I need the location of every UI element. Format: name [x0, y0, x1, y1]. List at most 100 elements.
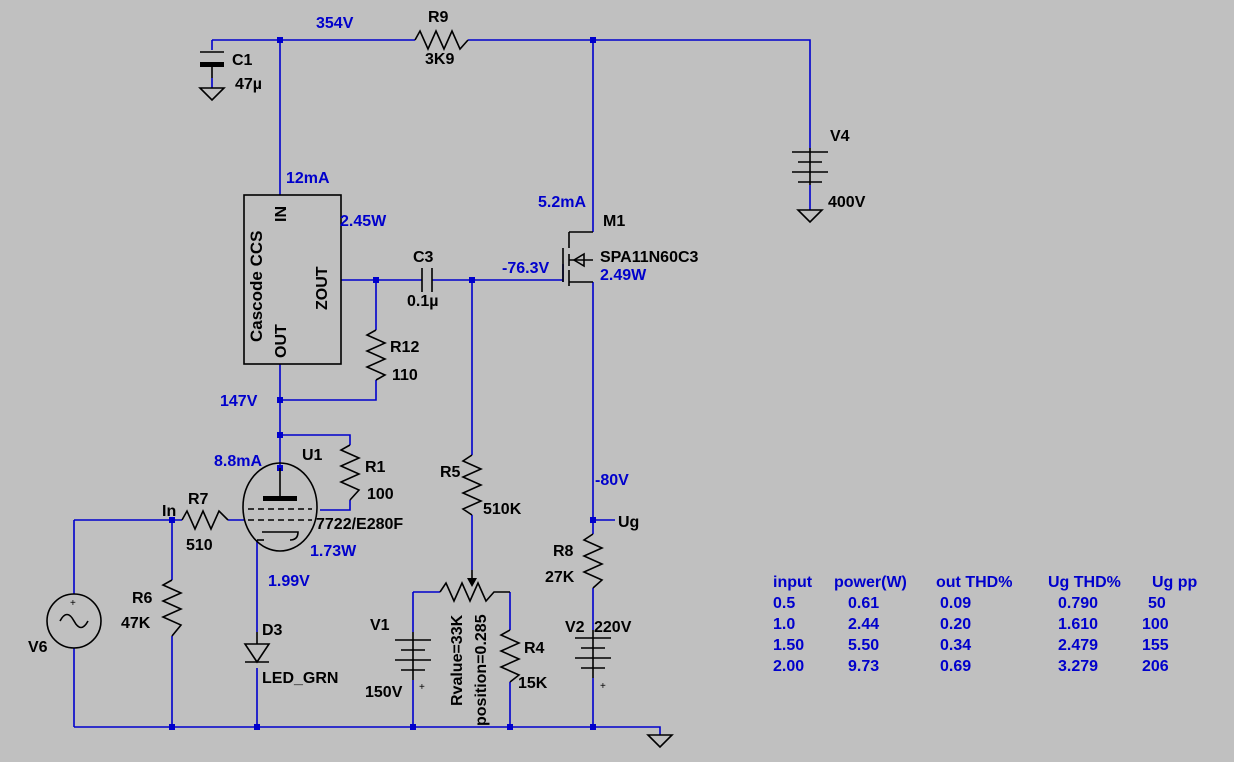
table-cell: 0.69: [940, 658, 971, 675]
wires: [73, 39, 811, 735]
table-cell: 2.479: [1058, 637, 1098, 654]
r8-name: R8: [553, 543, 574, 560]
resistor-r5[interactable]: [461, 454, 483, 516]
d3-name: D3: [262, 622, 283, 639]
v2-value: 220V: [594, 619, 632, 636]
r4-value: 15K: [518, 675, 548, 692]
table-cell: 2.44: [848, 616, 879, 633]
table-cell: 1.50: [773, 637, 804, 654]
table-cell: 0.09: [940, 595, 971, 612]
mosfet-m1[interactable]: [562, 231, 593, 286]
table-header-power: power(W): [834, 574, 907, 591]
battery-v4[interactable]: [792, 148, 828, 185]
table-cell: 50: [1148, 595, 1166, 612]
r4-name: R4: [524, 640, 545, 657]
annotation-u1-power: 1.73W: [310, 543, 357, 560]
ccs-pin-out: OUT: [273, 324, 290, 358]
v6-name: V6: [28, 639, 48, 656]
tube-u1[interactable]: [242, 462, 318, 552]
ground-icon: [646, 734, 674, 749]
led-d3[interactable]: [243, 632, 271, 664]
annotation-gate-voltage: -76.3V: [502, 260, 549, 277]
r6-name: R6: [132, 590, 153, 607]
table-cell: 155: [1142, 637, 1169, 654]
r5-name: R5: [440, 464, 461, 481]
m1-name: M1: [603, 213, 625, 230]
v4-name: V4: [830, 128, 850, 145]
table-cell: 3.279: [1058, 658, 1098, 675]
d3-value: LED_GRN: [262, 670, 338, 687]
cascode-ccs-block[interactable]: [243, 194, 342, 365]
ground-icon: [198, 87, 226, 102]
r6-value: 47K: [121, 615, 151, 632]
r12-value: 110: [392, 367, 418, 384]
results-table: input power(W) out THD% Ug THD% Ug pp 0.…: [773, 574, 1198, 675]
netlabel-ug: Ug: [618, 514, 639, 531]
resistor-r4[interactable]: [499, 629, 521, 683]
table-header-ug-thd: Ug THD%: [1048, 574, 1121, 591]
r1-value: 100: [367, 486, 394, 503]
table-cell: 0.61: [848, 595, 879, 612]
c1-name: C1: [232, 52, 253, 69]
table-cell: 100: [1142, 616, 1169, 633]
resistor-r1[interactable]: [339, 444, 361, 501]
svg-text:+: +: [419, 682, 425, 693]
resistor-r9[interactable]: [414, 29, 469, 51]
battery-v1[interactable]: +: [395, 632, 431, 693]
r7-name: R7: [188, 491, 209, 508]
potentiometer[interactable]: [439, 570, 510, 603]
c1-value: 47µ: [235, 76, 262, 93]
ccs-title: Cascode CCS: [247, 231, 266, 342]
table-header-input: input: [773, 574, 813, 591]
table-cell: 0.20: [940, 616, 971, 633]
annotation-m1-current: 5.2mA: [538, 194, 586, 211]
table-cell: 9.73: [848, 658, 879, 675]
r8-value: 27K: [545, 569, 575, 586]
r9-value: 3K9: [425, 51, 454, 68]
r5-value: 510K: [483, 501, 522, 518]
table-cell: 5.50: [848, 637, 879, 654]
u1-name: U1: [302, 447, 323, 464]
table-cell: 0.34: [940, 637, 971, 654]
r9-name: R9: [428, 9, 449, 26]
resistor-r6[interactable]: [161, 579, 183, 637]
r12-name: R12: [390, 339, 419, 356]
ccs-pin-in: IN: [273, 206, 290, 222]
table-cell: 0.5: [773, 595, 795, 612]
ccs-pin-zout: ZOUT: [314, 266, 331, 310]
u1-value: 7722/E280F: [316, 516, 403, 533]
table-cell: 2.00: [773, 658, 804, 675]
resistor-r8[interactable]: [582, 533, 604, 589]
table-cell: 206: [1142, 658, 1169, 675]
v1-name: V1: [370, 617, 390, 634]
table-cell: 1.610: [1058, 616, 1098, 633]
netlabel-in: In: [162, 503, 176, 520]
resistor-r12[interactable]: [365, 329, 387, 381]
table-cell: 1.0: [773, 616, 795, 633]
v4-value: 400V: [828, 194, 866, 211]
table-cell: 0.790: [1058, 595, 1098, 612]
table-header-ug-pp: Ug pp: [1152, 574, 1198, 591]
capacitor-c3[interactable]: [421, 268, 433, 292]
ac-source-v6[interactable]: +: [46, 593, 102, 649]
capacitor-c1[interactable]: [200, 51, 224, 78]
pot-rvalue: Rvalue=33K: [449, 614, 466, 706]
pot-position: position=0.285: [473, 614, 490, 726]
annotation-ccs-out-voltage: 147V: [220, 393, 258, 410]
v1-value: 150V: [365, 684, 403, 701]
svg-text:+: +: [70, 598, 76, 609]
annotation-ccs-power: 2.45W: [340, 213, 387, 230]
r1-name: R1: [365, 459, 386, 476]
ground-icon: [796, 209, 824, 224]
r7-value: 510: [186, 537, 213, 554]
c3-value: 0.1µ: [407, 293, 438, 310]
resistor-r7[interactable]: [181, 509, 229, 531]
table-header-out-thd: out THD%: [936, 574, 1012, 591]
annotation-m1-power: 2.49W: [600, 267, 647, 284]
annotation-u1-current: 8.8mA: [214, 453, 262, 470]
c3-name: C3: [413, 249, 434, 266]
annotation-bias-voltage: -80V: [595, 472, 629, 489]
annotation-supply-voltage: 354V: [316, 15, 354, 32]
battery-v2[interactable]: +: [575, 630, 611, 692]
